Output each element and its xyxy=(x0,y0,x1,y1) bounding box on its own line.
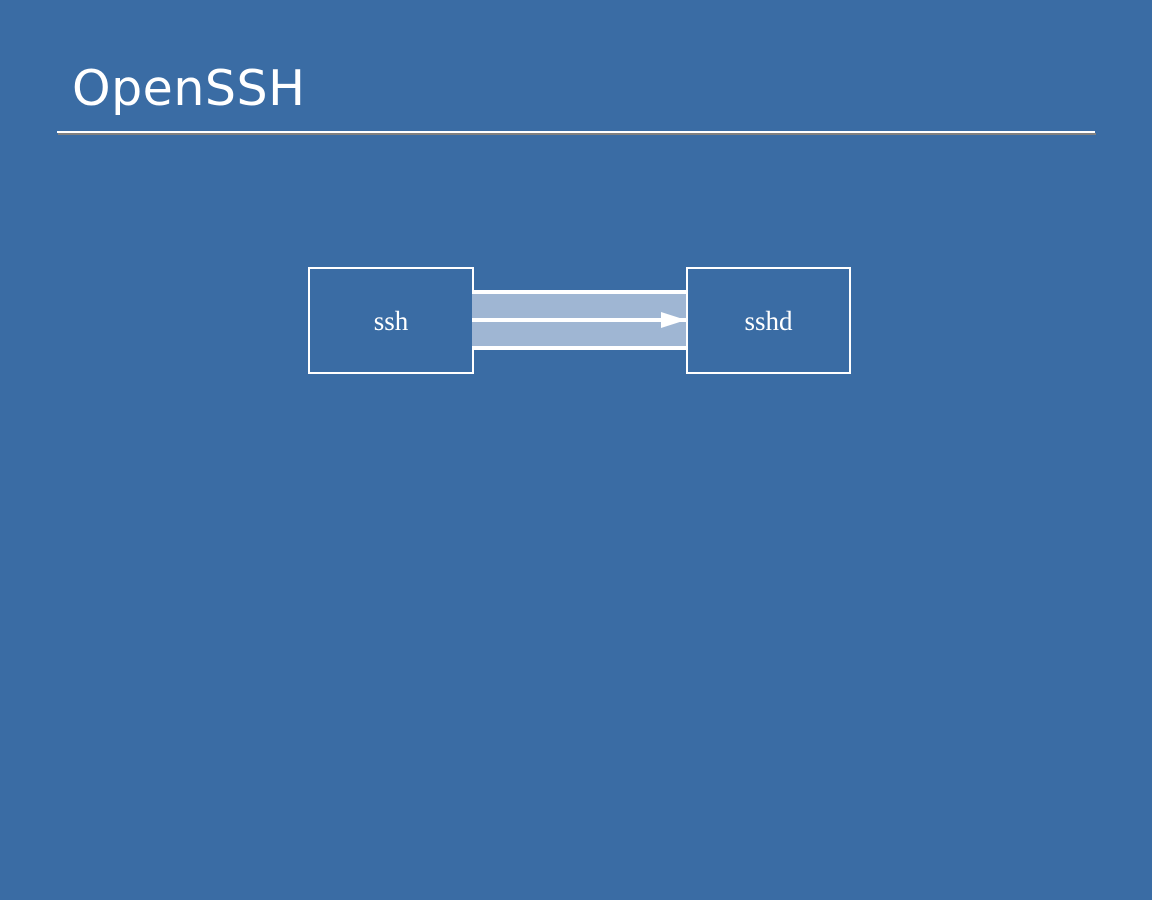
arrow-right-icon xyxy=(661,312,686,328)
rule-highlight-line xyxy=(57,131,1095,133)
diagram-node-ssh: ssh xyxy=(308,267,474,374)
diagram-node-sshd: sshd xyxy=(686,267,851,374)
rule-shadow-line xyxy=(58,133,1096,135)
connector-edge-line-top xyxy=(472,290,688,294)
connector-center-line xyxy=(472,318,688,322)
diagram-connector-ssh-to-sshd xyxy=(472,290,688,350)
connector-edge-line-bottom xyxy=(472,346,688,350)
connector-band-upper xyxy=(472,294,688,318)
diagram-node-ssh-label: ssh xyxy=(373,305,409,336)
diagram-node-sshd-label: sshd xyxy=(744,305,793,336)
connector-band-lower xyxy=(472,322,688,346)
title-underline-rule xyxy=(57,131,1096,135)
page-title: OpenSSH xyxy=(72,60,306,117)
